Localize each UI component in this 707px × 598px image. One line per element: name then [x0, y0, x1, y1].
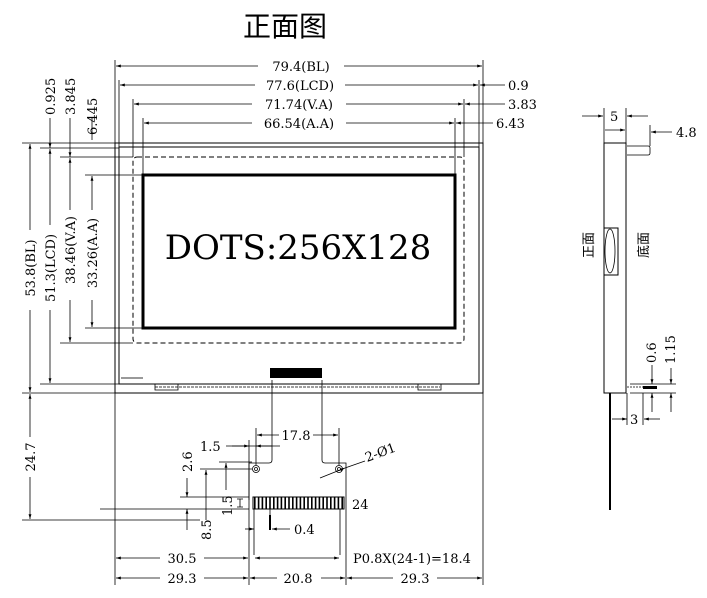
dim-offset-lcd: 0.925	[44, 78, 59, 115]
drawing-title: 正面图	[243, 10, 327, 43]
side-view: 5 4.8 正面 底面 0.6 1.15 3	[582, 108, 697, 510]
model-label	[121, 377, 143, 379]
dim-pitch: P0.8X(24-1)=18.4	[353, 552, 471, 567]
front-label: 正面	[582, 232, 597, 258]
backlight-outline	[114, 142, 484, 394]
dim-hole-offset-y: 2.6	[181, 451, 196, 472]
dim-tab: 4.8	[676, 126, 697, 141]
dim-fpc-total: 1.15	[664, 335, 679, 364]
ic-bar	[270, 368, 322, 378]
dim-va-height: 38.46(V.A)	[64, 216, 79, 284]
top-dimensions: 79.4(BL) 77.6(LCD) 71.74(V.A) 66.54(A.A)…	[114, 58, 537, 175]
left-dimensions: 53.8(BL) 51.3(LCD) 38.46(V.A) 33.26(A.A)…	[22, 78, 200, 521]
dim-right-va: 3.83	[508, 98, 537, 113]
dim-thickness: 5	[610, 110, 618, 125]
lens-bump	[604, 228, 616, 274]
fpc-detail: 24 17.8 1.5 2.6 1.5 8.5 0.4 2-Ø1 30.5 P0…	[100, 380, 484, 587]
dim-offset-aa: 6.445	[86, 98, 101, 135]
dim-left-to-pin: 30.5	[168, 552, 197, 567]
dim-fpc-width: 20.8	[284, 572, 313, 587]
dim-hole-span: 17.8	[282, 429, 311, 444]
dim-aa-width: 66.54(A.A)	[264, 117, 334, 132]
mount-hole-left	[252, 465, 260, 473]
front-view: DOTS:256X128	[114, 142, 484, 394]
dim-aa-height: 33.26(A.A)	[86, 218, 101, 288]
fpc-side	[643, 386, 657, 389]
dim-fpc-thickness: 0.6	[645, 342, 660, 363]
dim-lcd-width: 77.6(LCD)	[266, 79, 334, 94]
dim-right-aa: 6.43	[496, 117, 525, 132]
dim-bl-width: 79.4(BL)	[272, 60, 329, 75]
dim-va-width: 71.74(V.A)	[265, 98, 333, 113]
dim-fpc-length: 24.7	[24, 443, 39, 472]
dim-right-lcd: 0.9	[508, 79, 529, 94]
active-area	[141, 173, 457, 330]
dim-offset-va: 3.845	[64, 78, 79, 115]
dim-pin-width: 0.4	[294, 523, 315, 538]
dim-lcd-height: 51.3(LCD)	[44, 234, 59, 302]
dim-bl-height: 53.8(BL)	[24, 239, 39, 296]
back-label: 底面	[636, 232, 652, 258]
dim-holes: 2-Ø1	[363, 441, 398, 466]
viewing-area	[132, 156, 465, 344]
pin-count: 24	[352, 498, 369, 513]
dots-label: DOTS:256X128	[165, 228, 432, 268]
dim-right: 29.3	[401, 572, 430, 587]
dim-pin-length: 1.5	[221, 495, 236, 516]
dim-tail: 8.5	[200, 519, 215, 540]
dim-left: 29.3	[168, 572, 197, 587]
lcd-outline	[118, 146, 480, 385]
dim-fpc-offset: 3	[630, 413, 638, 428]
pin-block	[252, 496, 345, 510]
dim-hole-offset-x: 1.5	[200, 440, 221, 455]
